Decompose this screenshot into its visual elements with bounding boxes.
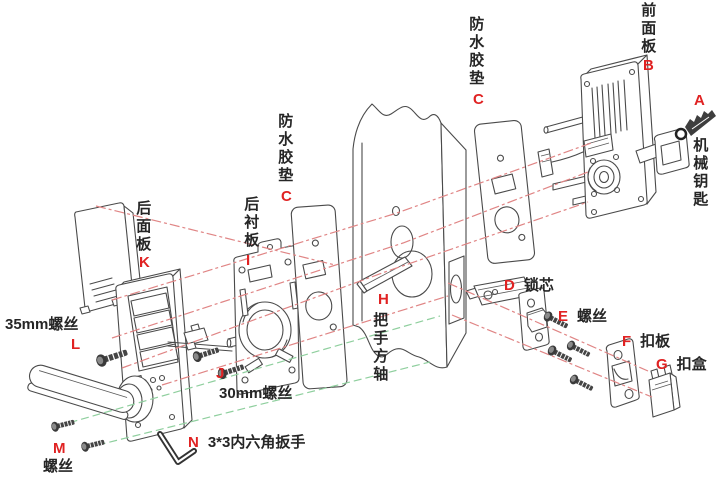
assembly-axis-lines xyxy=(57,141,653,449)
handle-lever xyxy=(27,364,154,423)
label-35mm-screw: 35mm螺丝 xyxy=(5,316,79,333)
label-30mm-screw: 30mm螺丝 xyxy=(219,385,293,402)
callout-letter-c-left: C xyxy=(281,188,292,205)
label-handle-square-shaft: 把手方轴 xyxy=(371,312,389,384)
label-front-panel: 前面板 xyxy=(639,2,657,56)
callout-letter-d: D xyxy=(504,277,515,294)
callout-letter-a: A xyxy=(694,92,705,109)
callout-letter-e: E xyxy=(558,308,569,325)
label-strike-plate: F 扣板 xyxy=(622,330,670,351)
callout-letter-m: M xyxy=(53,440,66,457)
waterproof-pad-left xyxy=(290,204,348,390)
callout-letter-k: K xyxy=(139,254,150,271)
label-hex-wrench: N 3*3内六角扳手 xyxy=(188,431,305,452)
label-strike-plate-text: 扣板 xyxy=(640,333,671,350)
handle-square-shaft xyxy=(356,256,413,294)
mechanical-key xyxy=(674,110,716,141)
label-latch: D 锁芯 xyxy=(504,274,554,295)
label-mechanical-key: 机械钥匙 xyxy=(691,137,709,209)
callout-letter-i: I xyxy=(246,252,251,269)
callout-letter-h: H xyxy=(378,291,389,308)
label-strike-box-text: 扣盒 xyxy=(676,356,707,373)
label-waterproof-pad-left: 防水胶垫 xyxy=(276,113,294,185)
screws-strike-plate xyxy=(564,338,596,394)
label-screw-e-text: 螺丝 xyxy=(577,308,608,325)
label-screw-e: E 螺丝 xyxy=(558,305,607,326)
strike-box xyxy=(648,364,681,418)
callout-letter-b: B xyxy=(643,57,654,74)
latch-body xyxy=(465,276,550,351)
label-rear-lining-plate: 后衬板 xyxy=(242,196,260,250)
callout-letter-f: F xyxy=(622,333,632,350)
label-strike-box: G 扣盒 xyxy=(656,353,707,374)
front-panel-body xyxy=(537,54,690,219)
callout-letter-j: J xyxy=(216,365,225,382)
rear-lining-plate xyxy=(233,238,300,395)
label-set-screw: 螺丝 xyxy=(43,458,74,475)
callout-letter-g: G xyxy=(656,356,668,373)
label-waterproof-pad-right: 防水胶垫 xyxy=(467,16,485,88)
waterproof-pad-right xyxy=(473,120,536,264)
callout-letter-n: N xyxy=(188,434,199,451)
strike-plate xyxy=(605,338,640,408)
label-rear-panel: 后面板 xyxy=(134,200,152,254)
callout-letter-c-right: C xyxy=(473,91,484,108)
hex-wrench xyxy=(157,431,197,465)
label-hex-wrench-text: 3*3内六角扳手 xyxy=(207,434,306,451)
label-latch-text: 锁芯 xyxy=(523,277,554,294)
door-section xyxy=(352,103,467,369)
callout-letter-l: L xyxy=(71,336,81,353)
